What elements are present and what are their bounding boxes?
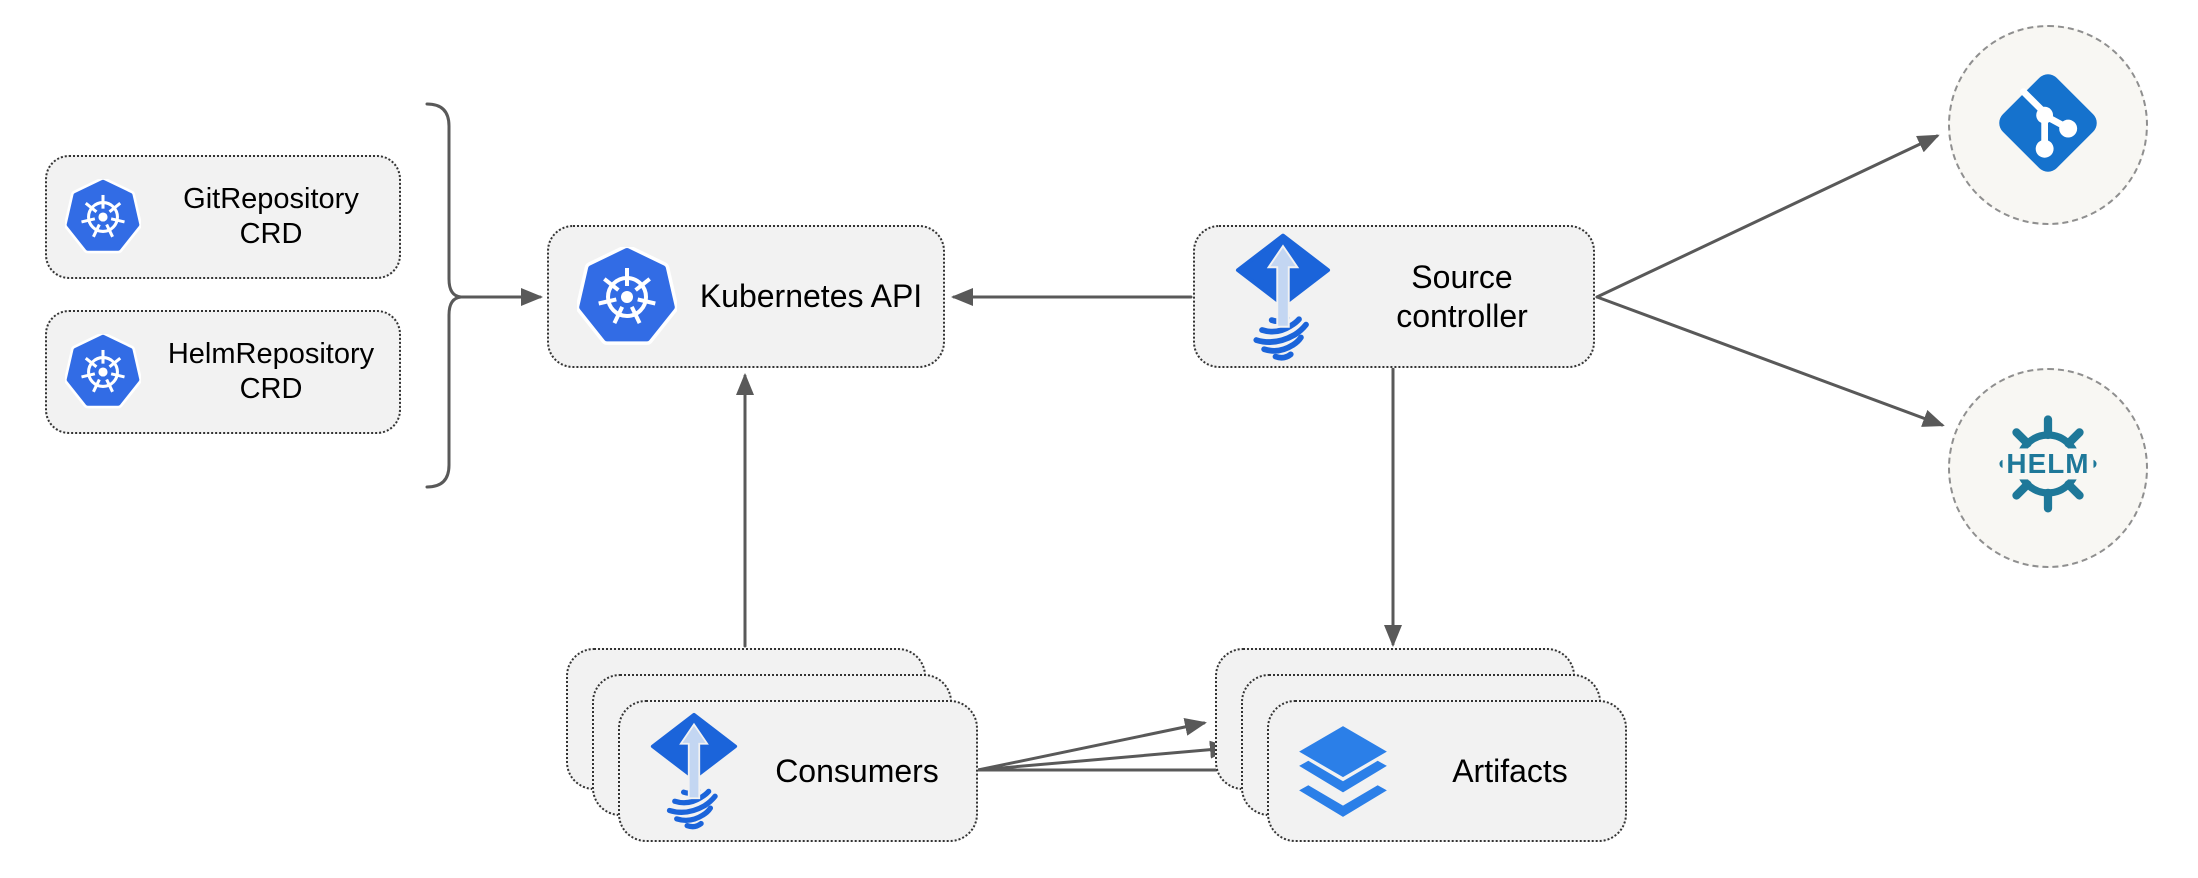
- node-consumers: Consumers: [618, 700, 978, 842]
- node-gitrepository-crd: GitRepository CRD: [45, 155, 401, 279]
- kubernetes-icon: [575, 245, 679, 349]
- node-helm-repository: HELM: [1948, 368, 2148, 568]
- kubernetes-icon: [63, 177, 143, 257]
- helmrepository-crd-label: HelmRepository CRD: [167, 338, 375, 405]
- source-controller-label: Source controller: [1396, 259, 1528, 334]
- git-icon: [1992, 67, 2104, 184]
- flux-source-icon: [650, 709, 738, 833]
- edge-consumers-to-artifacts-2: [976, 740, 1232, 772]
- edge-crds-brace: [425, 102, 463, 489]
- layers-icon: [1291, 719, 1395, 823]
- node-artifacts: Artifacts: [1267, 700, 1627, 842]
- node-helmrepository-crd: HelmRepository CRD: [45, 310, 401, 434]
- kubernetes-icon: [63, 332, 143, 412]
- kubernetes-api-label: Kubernetes API: [699, 278, 923, 315]
- node-git-repository: [1948, 25, 2148, 225]
- flux-source-icon: [1235, 232, 1331, 362]
- helm-icon: HELM: [1986, 404, 2110, 533]
- helm-logo-text: HELM: [2006, 448, 2089, 479]
- node-kubernetes-api: Kubernetes API: [547, 225, 945, 368]
- edge-consumers-to-artifacts-1: [976, 718, 1207, 772]
- consumers-label: Consumers: [775, 752, 939, 789]
- edge-source-to-git-repository: [1595, 134, 1940, 299]
- node-source-controller: Source controller: [1193, 225, 1595, 368]
- edge-source-to-helm-repository: [1595, 295, 1945, 427]
- artifacts-label: Artifacts: [1452, 752, 1568, 789]
- gitrepository-crd-label: GitRepository CRD: [183, 183, 359, 250]
